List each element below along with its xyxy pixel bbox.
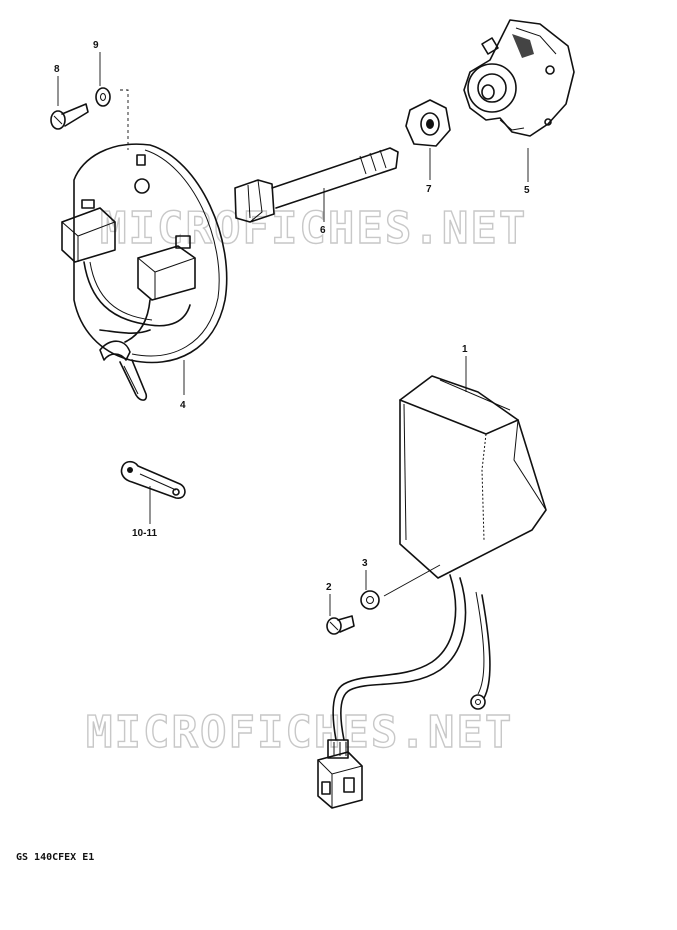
model-code: GS 140CFEX E1: [16, 852, 94, 863]
callout-10-11: 10-11: [132, 528, 157, 539]
callout-5: 5: [524, 185, 530, 196]
watermark-bottom: MICROFICHES.NET: [86, 707, 513, 758]
part-6-bolt[interactable]: [234, 147, 399, 223]
callout-1: 1: [462, 344, 468, 355]
assembly-line-3: [383, 564, 441, 597]
part-5-advancer[interactable]: [463, 19, 575, 137]
callout-8: 8: [54, 64, 60, 75]
callout-2: 2: [326, 582, 332, 593]
part-1-igniter-unit[interactable]: [317, 375, 547, 809]
callout-3: 3: [362, 558, 368, 569]
part-3-washer[interactable]: [360, 590, 380, 610]
part-9-washer[interactable]: [95, 87, 111, 107]
part-7-rotor[interactable]: [405, 99, 451, 147]
callout-7: 7: [426, 184, 432, 195]
part-10-11-clamp[interactable]: [120, 460, 186, 499]
callout-9: 9: [93, 40, 99, 51]
callout-6: 6: [320, 225, 326, 236]
part-4-signal-generator-plate[interactable]: [61, 143, 228, 401]
part-8-screw[interactable]: [50, 103, 89, 130]
callout-4: 4: [180, 400, 186, 411]
assembly-line-9: [120, 89, 129, 150]
watermark-top: MICROFICHES.NET: [100, 203, 527, 254]
part-2-screw[interactable]: [326, 615, 355, 635]
